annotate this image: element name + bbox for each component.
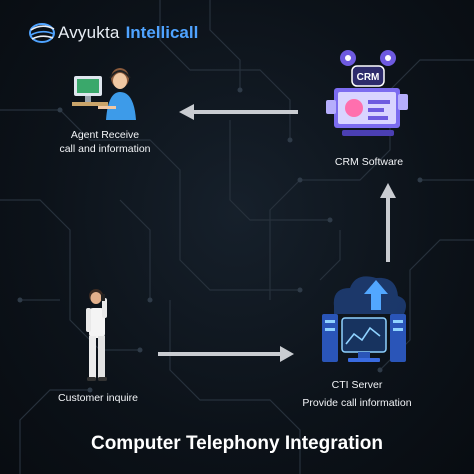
cti-label-line2: Provide call information <box>302 397 412 409</box>
arrow-customer-to-cti <box>158 346 294 362</box>
customer-phone-icon <box>86 289 107 381</box>
swirl-globe-icon <box>29 23 55 43</box>
customer-label: Customer inquire <box>58 392 138 404</box>
agent-headset-icon <box>72 68 136 120</box>
cti-label: CTI Server Provide call information <box>290 378 424 410</box>
agent-label: Agent Receive call and information <box>50 128 160 156</box>
crm-label: CRM Software <box>334 156 404 168</box>
arrow-cti-to-crm <box>380 183 396 262</box>
brand-name-primary: Avyukta <box>58 23 120 42</box>
cti-server-icon <box>322 276 406 362</box>
crm-software-icon: CRM <box>326 50 408 136</box>
diagram-title: Computer Telephony Integration <box>90 433 384 454</box>
cti-label-line1: CTI Server <box>331 379 383 391</box>
crm-badge: CRM <box>357 72 380 83</box>
arrow-crm-to-agent <box>179 104 298 120</box>
brand-name-secondary: Intellicall <box>125 23 199 42</box>
brand-logo: Avyukta Intellicall <box>28 18 198 48</box>
agent-label-line2: call and information <box>59 143 151 155</box>
agent-label-line1: Agent Receive <box>70 129 140 141</box>
